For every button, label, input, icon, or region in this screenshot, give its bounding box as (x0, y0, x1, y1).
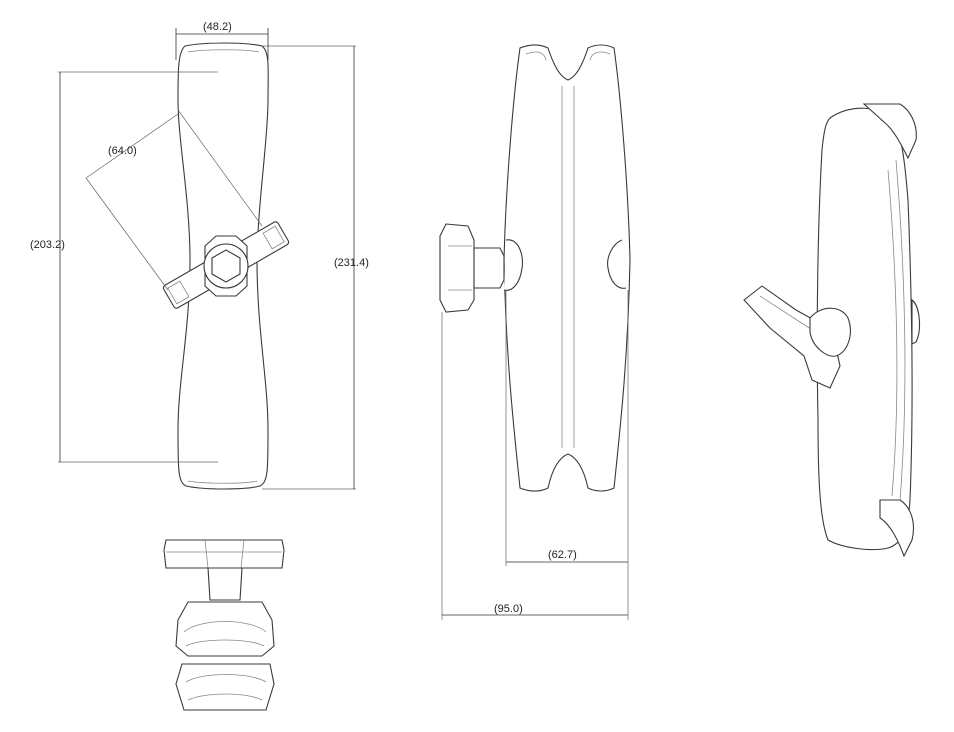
knob-bottom (163, 539, 285, 569)
side-view: (62.7) (95.0) (439, 44, 631, 620)
hex-socket-icon (211, 249, 241, 283)
arm-body-side (503, 44, 631, 492)
dim-inner-width: (62.7) (548, 549, 577, 561)
isometric-view (743, 103, 921, 558)
dim-inner-height: (203.2) (30, 239, 65, 251)
bottom-view (163, 539, 285, 711)
arm-body-iso (816, 107, 913, 551)
front-view: (48.2) (203.2) (231.4) (64.0) (30, 21, 369, 490)
clamp-upper (175, 601, 275, 657)
dim-overall-height: (231.4) (334, 257, 369, 269)
dim-overall-width: (95.0) (494, 603, 523, 615)
knob-side (439, 223, 475, 313)
clamp-lower (175, 663, 275, 711)
dim-angle-length: (64.0) (108, 145, 137, 157)
knob-iso (743, 285, 841, 389)
dim-top-width: (48.2) (203, 21, 232, 33)
